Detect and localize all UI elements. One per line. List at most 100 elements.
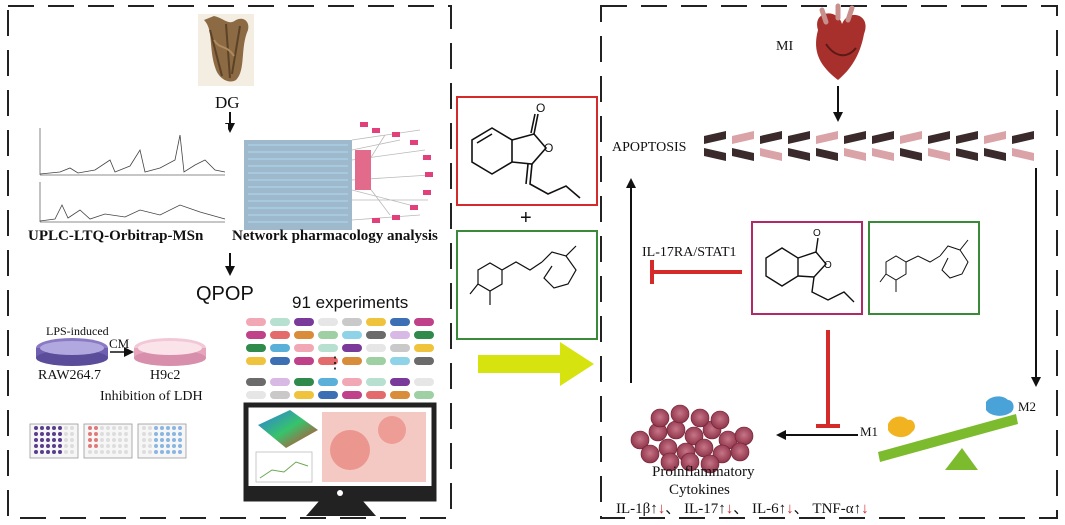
- well: [94, 450, 98, 454]
- well: [124, 444, 128, 448]
- well: [154, 444, 158, 448]
- well: [160, 438, 164, 442]
- well: [172, 438, 176, 442]
- well: [160, 450, 164, 454]
- well: [172, 450, 176, 454]
- experiment-pill: [366, 391, 386, 399]
- experiment-pill: [294, 391, 314, 399]
- well: [88, 426, 92, 430]
- cardiomyocyte: [732, 131, 754, 144]
- monitor: [243, 402, 437, 516]
- well: [178, 438, 182, 442]
- cytokine-cell: [666, 420, 686, 440]
- cytokine-cell: [710, 410, 730, 430]
- left-panel-frame: [7, 5, 452, 519]
- experiment-pill: [342, 344, 362, 352]
- well-plates: [29, 423, 187, 459]
- inhibit-macrophage: [816, 330, 840, 428]
- well: [124, 438, 128, 442]
- cardiomyocyte: [788, 148, 810, 161]
- cytokine-cell: [680, 452, 700, 472]
- well: [70, 426, 74, 430]
- well: [148, 438, 152, 442]
- well: [166, 438, 170, 442]
- well: [52, 444, 56, 448]
- cardiomyocyte: [900, 131, 922, 144]
- well: [34, 450, 38, 454]
- culture-dishes: [36, 338, 206, 366]
- well: [172, 426, 176, 430]
- well: [64, 444, 68, 448]
- well: [70, 444, 74, 448]
- experiment-pill: [366, 331, 386, 339]
- network-label: Network pharmacology analysis: [232, 228, 438, 244]
- experiment-pill: [270, 357, 290, 365]
- cardiomyocyte: [816, 148, 838, 161]
- cardiomyocyte: [984, 148, 1006, 161]
- experiment-pill: [270, 378, 290, 386]
- experiment-pill: [366, 378, 386, 386]
- experiment-pill: [294, 357, 314, 365]
- well: [40, 450, 44, 454]
- experiment-pill: [246, 344, 266, 352]
- experiment-pill: [246, 331, 266, 339]
- herb-label: DG: [215, 93, 240, 112]
- well: [94, 444, 98, 448]
- ellipsis-label: ⋮: [327, 355, 343, 372]
- m2-label: M2: [1018, 399, 1037, 414]
- well: [166, 426, 170, 430]
- well: [142, 432, 146, 436]
- well: [100, 432, 104, 436]
- well: [52, 438, 56, 442]
- experiment-pill: [270, 344, 290, 352]
- experiment-pill: [414, 378, 434, 386]
- experiment-pill: [366, 318, 386, 326]
- cytokine-cluster: [630, 404, 754, 474]
- right-panel-frame: [600, 5, 1058, 519]
- cytokines-line1: Proinflammatory: [652, 464, 755, 480]
- well: [88, 438, 92, 442]
- well: [112, 438, 116, 442]
- experiments-label: 91 experiments: [292, 293, 409, 312]
- well: [178, 426, 182, 430]
- experiment-pills: [246, 318, 434, 399]
- cm-label: CM: [109, 336, 130, 351]
- experiment-pill: [246, 318, 266, 326]
- well: [52, 432, 56, 436]
- compound-box-2: [456, 230, 598, 340]
- experiment-pill: [342, 391, 362, 399]
- well: [124, 450, 128, 454]
- well: [34, 426, 38, 430]
- well: [160, 444, 164, 448]
- cardiomyocyte: [1012, 131, 1034, 144]
- marker-tnfa: TNF-α↑↓: [812, 501, 869, 517]
- lps-label: LPS-induced: [46, 324, 109, 338]
- cardiomyocyte: [1012, 148, 1034, 161]
- well: [112, 426, 116, 430]
- cytokine-cell: [640, 444, 660, 464]
- experiment-pill: [246, 357, 266, 365]
- well: [40, 426, 44, 430]
- well: [106, 444, 110, 448]
- experiment-pill: [270, 391, 290, 399]
- well: [154, 426, 158, 430]
- cardiomyocyte: [928, 131, 950, 144]
- experiment-pill: [342, 378, 362, 386]
- well: [64, 438, 68, 442]
- well: [64, 432, 68, 436]
- well: [118, 432, 122, 436]
- cardiomyocyte: [760, 148, 782, 161]
- marker-il17: IL-17↑↓、: [684, 501, 749, 517]
- well: [70, 438, 74, 442]
- experiment-pill: [318, 378, 338, 386]
- well: [118, 444, 122, 448]
- well: [88, 450, 92, 454]
- compound-box-3: [751, 221, 863, 315]
- well: [46, 450, 50, 454]
- well: [178, 450, 182, 454]
- cytokines-line2: Cytokines: [669, 482, 730, 498]
- cardiomyocyte-row: [704, 131, 1034, 161]
- well: [88, 444, 92, 448]
